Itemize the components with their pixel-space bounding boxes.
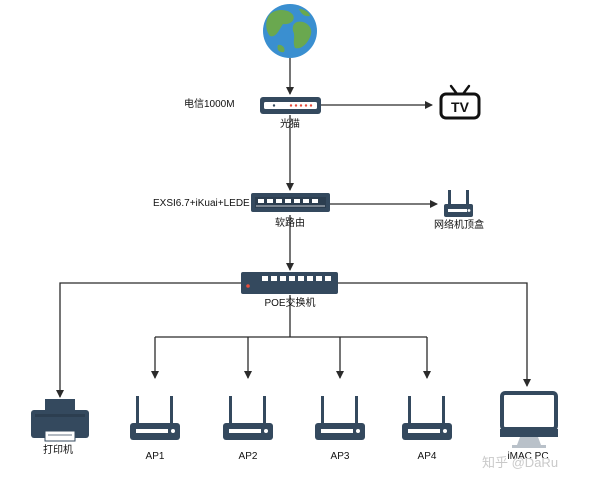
router-icon xyxy=(251,193,330,212)
modem-icon xyxy=(260,97,321,114)
modem-label: 光猫 xyxy=(280,119,300,130)
access-point-icon xyxy=(402,396,452,440)
monitor-icon xyxy=(500,391,558,448)
access-point-icon xyxy=(130,396,180,440)
settop-label: 网络机顶盒 xyxy=(434,220,484,231)
access-point-icon xyxy=(315,396,365,440)
watermark: 知乎 @DaRu xyxy=(482,455,559,470)
ap1-label: AP1 xyxy=(145,451,165,462)
ap3-label: AP3 xyxy=(330,451,350,462)
tv-icon-text: TV xyxy=(451,99,470,115)
poe-switch-label: POE交换机 xyxy=(264,298,316,309)
set-top-box-icon xyxy=(444,190,473,217)
soft-router-link-label: EXSI6.7+iKuai+LEDE xyxy=(153,198,250,209)
printer-icon xyxy=(31,399,89,442)
soft-router-label: 软路由 xyxy=(275,218,305,229)
tv-icon: TV xyxy=(439,84,481,120)
imac-label: iMAC PC xyxy=(507,451,549,462)
link-switch-to-imac xyxy=(338,282,531,387)
switch-icon xyxy=(241,272,338,294)
ap4-label: AP4 xyxy=(417,451,437,462)
globe-icon xyxy=(263,4,317,58)
link-switch-to-printer xyxy=(56,282,241,398)
connectors xyxy=(56,58,531,398)
ap2-label: AP2 xyxy=(238,451,258,462)
printer-label: 打印机 xyxy=(43,445,73,456)
access-point-icon xyxy=(223,396,273,440)
modem-link-label: 电信1000M xyxy=(184,99,235,110)
